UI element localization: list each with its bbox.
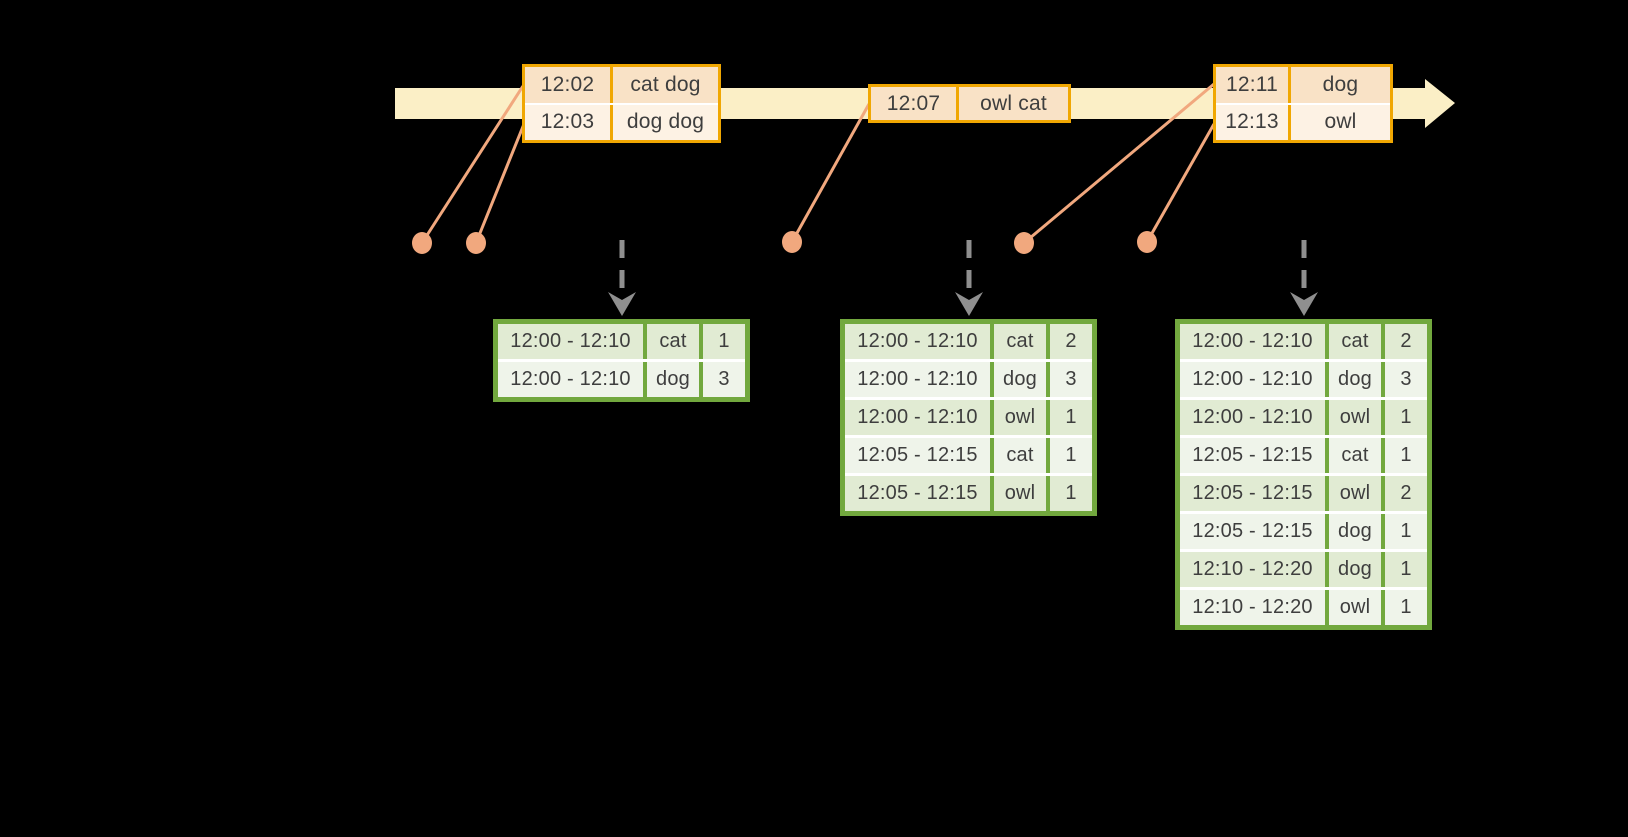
time-cell: 12:02 bbox=[525, 67, 610, 103]
count-cell: 1 bbox=[1050, 400, 1092, 435]
word-cell: owl bbox=[994, 476, 1046, 511]
table-row: 12:00 - 12:10 cat 2 bbox=[845, 324, 1092, 359]
words-cell: dog dog bbox=[613, 104, 718, 140]
table-row: 12:05 - 12:15 cat 1 bbox=[845, 438, 1092, 473]
count-cell: 2 bbox=[1385, 324, 1427, 359]
count-cell: 3 bbox=[1050, 362, 1092, 397]
word-cell: cat bbox=[1329, 438, 1381, 473]
word-cell: dog bbox=[647, 362, 699, 397]
word-cell: dog bbox=[1329, 552, 1381, 587]
window-cell: 12:00 - 12:10 bbox=[1180, 400, 1325, 435]
event-table-1: 12:02 cat dog 12:03 dog dog bbox=[522, 64, 721, 143]
word-cell: dog bbox=[994, 362, 1046, 397]
table-row: 12:00 - 12:10 cat 2 bbox=[1180, 324, 1427, 359]
word-cell: dog bbox=[1329, 362, 1381, 397]
event-connector-lines bbox=[420, 82, 1216, 245]
event-dot bbox=[466, 232, 486, 254]
word-cell: cat bbox=[994, 438, 1046, 473]
count-cell: 3 bbox=[1385, 362, 1427, 397]
table-row: 12:10 - 12:20 owl 1 bbox=[1180, 590, 1427, 625]
table-row: 12:05 - 12:15 owl 1 bbox=[845, 476, 1092, 511]
event-connector-line bbox=[790, 103, 871, 243]
table-row: 12:07 owl cat bbox=[871, 87, 1068, 120]
count-cell: 1 bbox=[1385, 400, 1427, 435]
result-table-1: 12:00 - 12:10 cat 1 12:00 - 12:10 dog 3 bbox=[493, 319, 750, 402]
event-dots bbox=[412, 231, 1157, 254]
time-cell: 12:07 bbox=[871, 87, 956, 120]
trigger-down-arrow-icon bbox=[608, 240, 636, 316]
count-cell: 1 bbox=[1385, 590, 1427, 625]
count-cell: 1 bbox=[1385, 438, 1427, 473]
count-cell: 1 bbox=[1050, 476, 1092, 511]
result-table-3: 12:00 - 12:10 cat 2 12:00 - 12:10 dog 3 … bbox=[1175, 319, 1432, 630]
window-cell: 12:00 - 12:10 bbox=[1180, 324, 1325, 359]
window-cell: 12:00 - 12:10 bbox=[845, 324, 990, 359]
word-cell: dog bbox=[1329, 514, 1381, 549]
count-cell: 1 bbox=[1385, 552, 1427, 587]
table-row: 12:00 - 12:10 owl 1 bbox=[845, 400, 1092, 435]
table-row: 12:00 - 12:10 dog 3 bbox=[1180, 362, 1427, 397]
time-cell: 12:11 bbox=[1216, 67, 1288, 103]
trigger-down-arrow-icon bbox=[955, 240, 983, 316]
table-row: 12:00 - 12:10 dog 3 bbox=[845, 362, 1092, 397]
event-connector-line bbox=[1145, 123, 1216, 243]
event-dot bbox=[412, 232, 432, 254]
count-cell: 1 bbox=[1050, 438, 1092, 473]
event-dot bbox=[1014, 232, 1034, 254]
window-cell: 12:05 - 12:15 bbox=[845, 476, 990, 511]
event-connector-line bbox=[1023, 82, 1215, 245]
window-cell: 12:10 - 12:20 bbox=[1180, 552, 1325, 587]
event-connector-line bbox=[474, 123, 526, 244]
table-row: 12:02 cat dog bbox=[525, 67, 718, 103]
count-cell: 1 bbox=[703, 324, 745, 359]
word-cell: owl bbox=[1329, 400, 1381, 435]
count-cell: 1 bbox=[1385, 514, 1427, 549]
event-connector-line bbox=[420, 85, 525, 244]
table-row: 12:00 - 12:10 cat 1 bbox=[498, 324, 745, 359]
count-cell: 3 bbox=[703, 362, 745, 397]
event-dot bbox=[782, 231, 802, 253]
window-cell: 12:00 - 12:10 bbox=[498, 362, 643, 397]
table-row: 12:05 - 12:15 owl 2 bbox=[1180, 476, 1427, 511]
event-table-2: 12:07 owl cat bbox=[868, 84, 1071, 123]
table-row: 12:10 - 12:20 dog 1 bbox=[1180, 552, 1427, 587]
word-cell: cat bbox=[647, 324, 699, 359]
word-cell: cat bbox=[1329, 324, 1381, 359]
words-cell: owl bbox=[1291, 104, 1390, 140]
table-row: 12:00 - 12:10 owl 1 bbox=[1180, 400, 1427, 435]
window-cell: 12:05 - 12:15 bbox=[845, 438, 990, 473]
word-cell: owl bbox=[994, 400, 1046, 435]
table-row: 12:05 - 12:15 dog 1 bbox=[1180, 514, 1427, 549]
table-row: 12:03 dog dog bbox=[525, 104, 718, 140]
time-cell: 12:03 bbox=[525, 104, 610, 140]
event-dot bbox=[1137, 231, 1157, 253]
trigger-arrows bbox=[608, 240, 1318, 316]
window-cell: 12:10 - 12:20 bbox=[1180, 590, 1325, 625]
table-row: 12:05 - 12:15 cat 1 bbox=[1180, 438, 1427, 473]
words-cell: cat dog bbox=[613, 67, 718, 103]
time-cell: 12:13 bbox=[1216, 104, 1288, 140]
word-cell: cat bbox=[994, 324, 1046, 359]
result-table-2: 12:00 - 12:10 cat 2 12:00 - 12:10 dog 3 … bbox=[840, 319, 1097, 516]
count-cell: 2 bbox=[1050, 324, 1092, 359]
table-row: 12:11 dog bbox=[1216, 67, 1390, 103]
word-cell: owl bbox=[1329, 590, 1381, 625]
window-cell: 12:00 - 12:10 bbox=[1180, 362, 1325, 397]
window-cell: 12:00 - 12:10 bbox=[845, 362, 990, 397]
word-cell: owl bbox=[1329, 476, 1381, 511]
window-cell: 12:00 - 12:10 bbox=[498, 324, 643, 359]
words-cell: owl cat bbox=[959, 87, 1068, 120]
event-table-3: 12:11 dog 12:13 owl bbox=[1213, 64, 1393, 143]
window-cell: 12:05 - 12:15 bbox=[1180, 514, 1325, 549]
window-cell: 12:05 - 12:15 bbox=[1180, 476, 1325, 511]
words-cell: dog bbox=[1291, 67, 1390, 103]
window-cell: 12:00 - 12:10 bbox=[845, 400, 990, 435]
trigger-down-arrow-icon bbox=[1290, 240, 1318, 316]
window-cell: 12:05 - 12:15 bbox=[1180, 438, 1325, 473]
count-cell: 2 bbox=[1385, 476, 1427, 511]
table-row: 12:13 owl bbox=[1216, 104, 1390, 140]
table-row: 12:00 - 12:10 dog 3 bbox=[498, 362, 745, 397]
timeline-arrowhead-icon bbox=[1425, 79, 1455, 128]
